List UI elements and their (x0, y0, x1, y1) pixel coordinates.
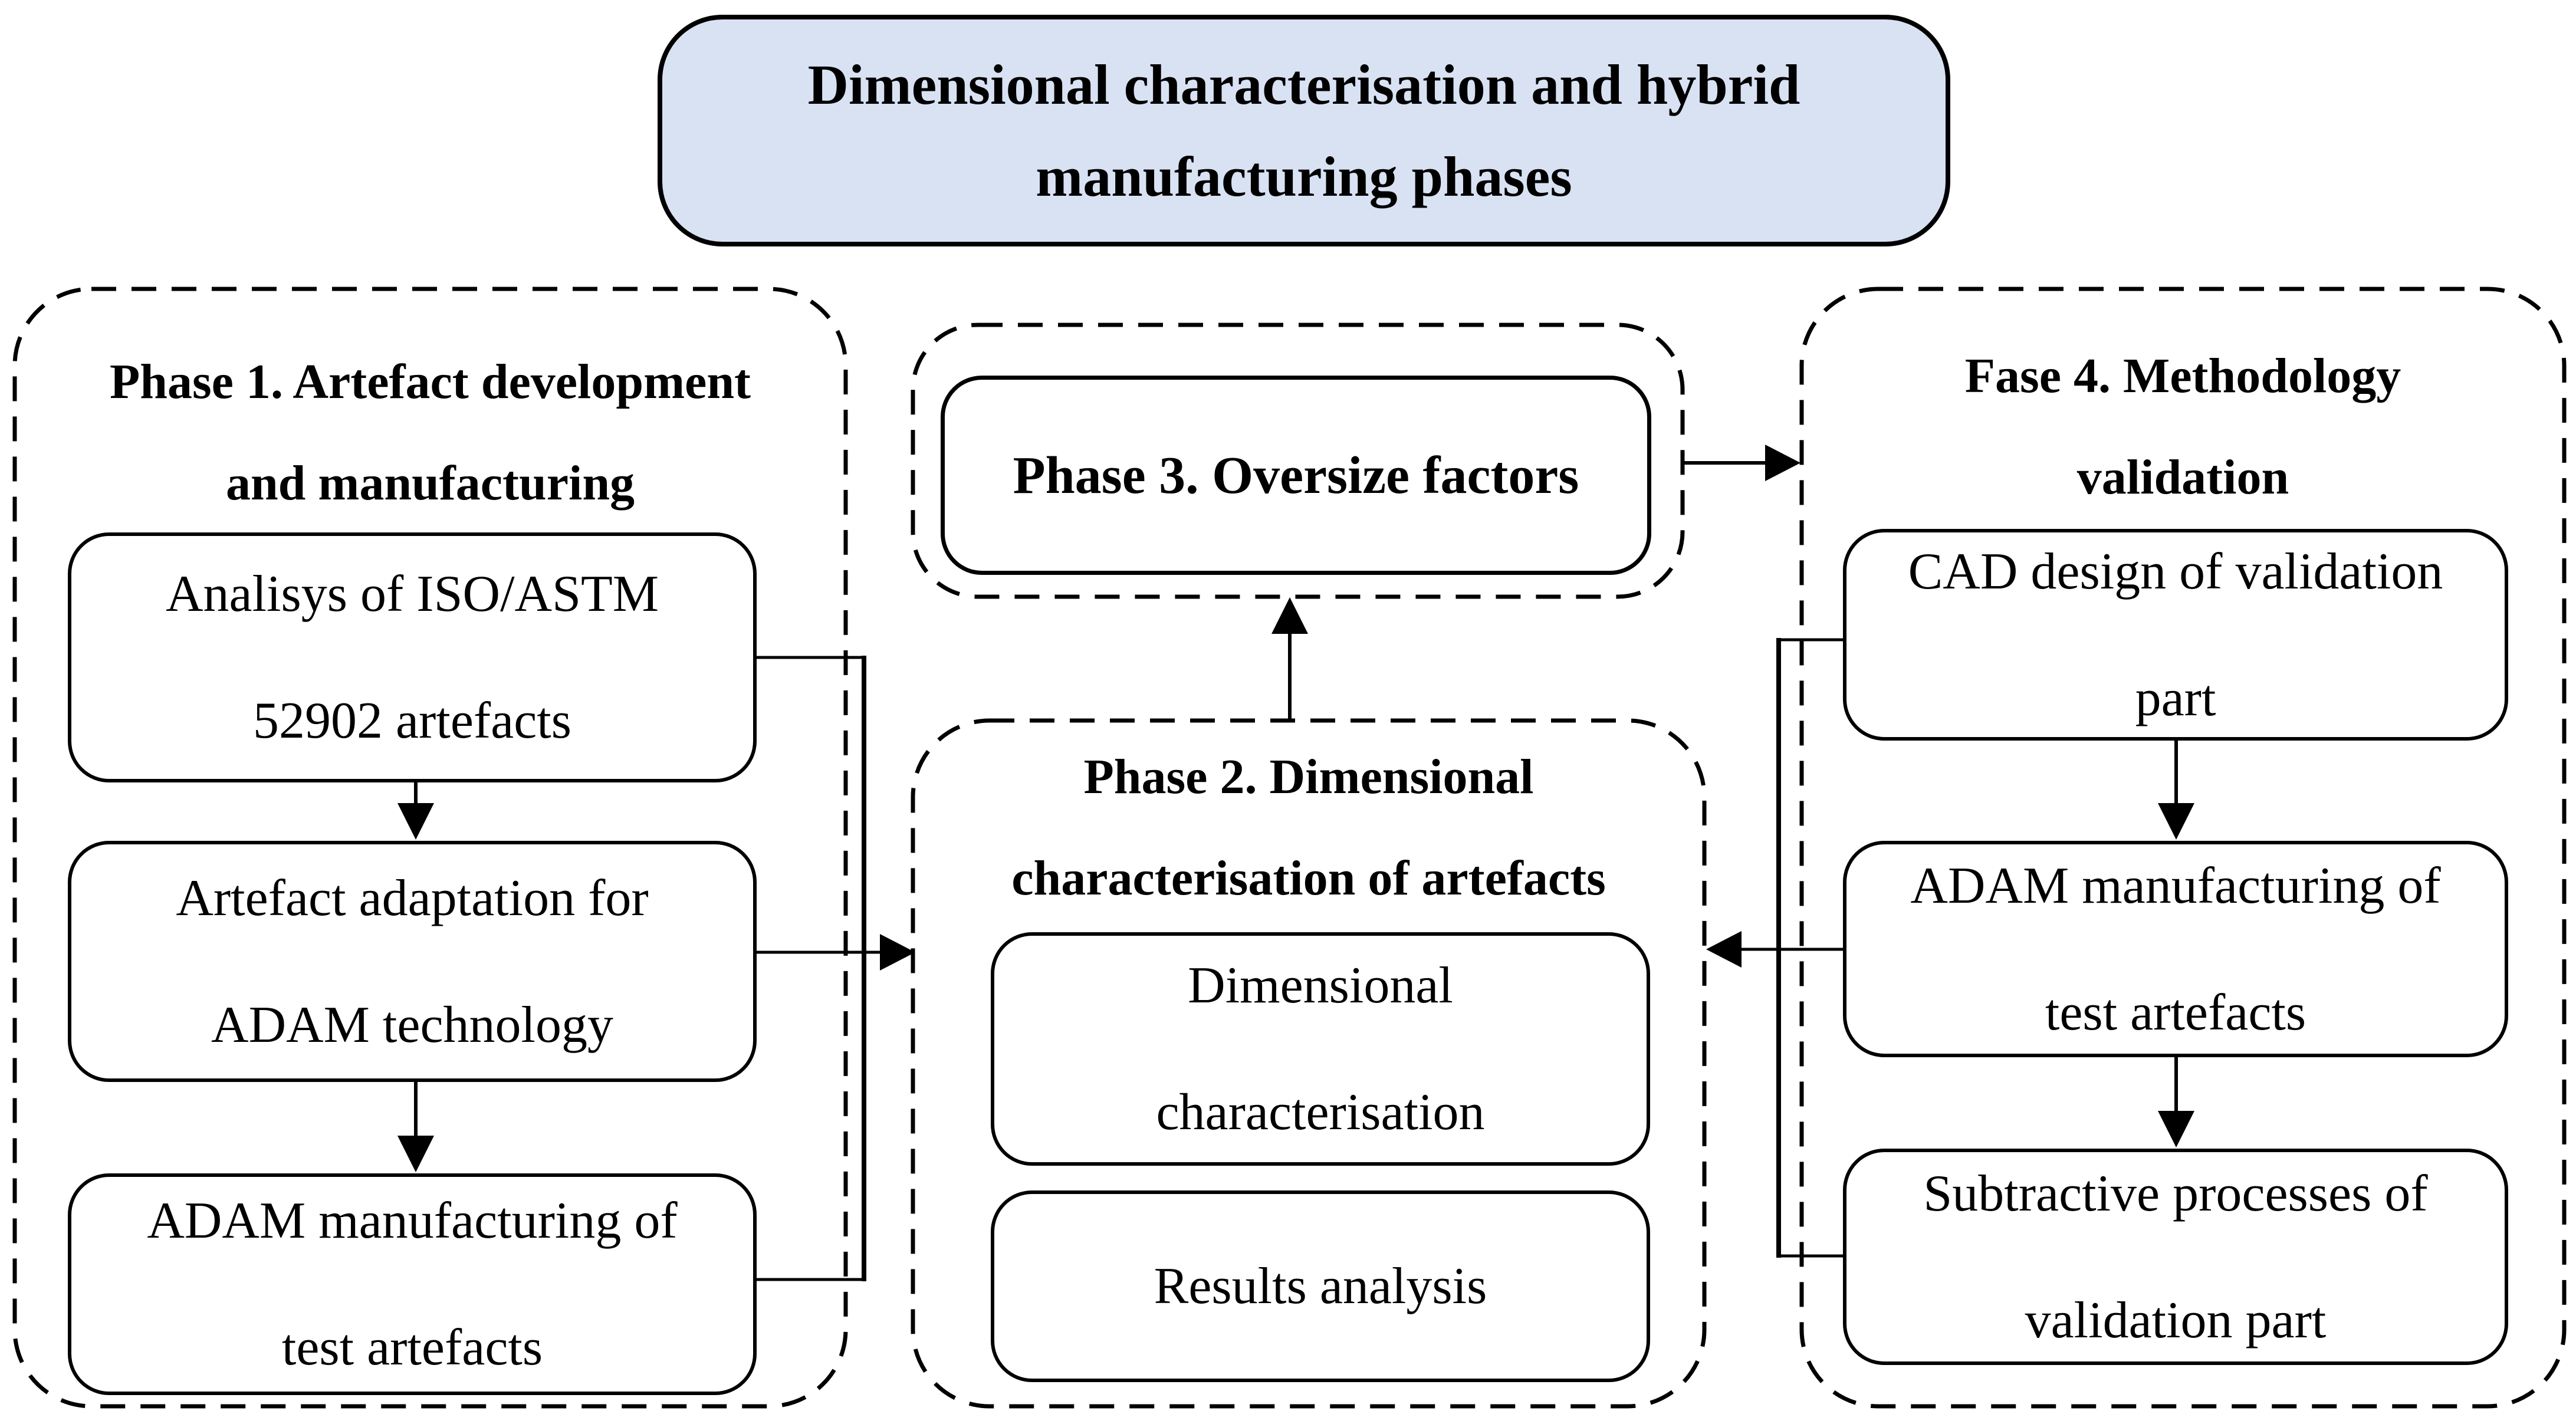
arrow-phase3-to-phase4-head (1765, 445, 1800, 481)
box-text-line: ADAM manufacturing of (1910, 857, 2441, 915)
box-text-line: test artefacts (281, 1319, 543, 1376)
phase2-box-dimensional-characterisation: Dimensional characterisation (991, 932, 1650, 1166)
phase4-header-line: Fase 4. Methodology (1964, 348, 2401, 403)
phase4-box-subtractive-processes: Subtractive processes of validation part (1843, 1149, 2508, 1365)
phase4-header-line: validation (2076, 450, 2289, 505)
box-text-line: test artefacts (2045, 984, 2306, 1041)
phase4-box-adam-manufacturing: ADAM manufacturing of test artefacts (1843, 841, 2508, 1057)
box-text-line: ADAM technology (211, 996, 613, 1054)
arrow-phase2-to-phase3-head (1271, 597, 1308, 634)
box-text-line: 52902 artefacts (253, 692, 571, 749)
phase1-box-adam-manufacturing: ADAM manufacturing of test artefacts (68, 1173, 757, 1395)
phase2-header: Phase 2. Dimensional characterisation of… (913, 726, 1704, 929)
phase1-box-artefact-adaptation: Artefact adaptation for ADAM technology (68, 841, 757, 1082)
box-text-line: Dimensional (1188, 957, 1453, 1014)
phase1-header-line: and manufacturing (225, 456, 635, 511)
phase1-header: Phase 1. Artefact development and manufa… (15, 331, 846, 534)
phase2-box-results-analysis: Results analysis (991, 1190, 1650, 1382)
box-text-line: Analisys of ISO/ASTM (165, 565, 659, 623)
arrow-phase4-to-phase2-head (1706, 931, 1742, 968)
phase2-header-line: Phase 2. Dimensional (1083, 749, 1534, 804)
box-text-line: Phase 3. Oversize factors (1013, 446, 1579, 505)
box-text-line: characterisation (1156, 1084, 1485, 1141)
phase4-box-cad-design: CAD design of validation part (1843, 529, 2508, 741)
box-text-line: ADAM manufacturing of (147, 1192, 678, 1249)
box-text-line: Subtractive processes of (1923, 1165, 2428, 1222)
phase2-header-line: characterisation of artefacts (1011, 851, 1606, 906)
box-text-line: part (2135, 669, 2216, 727)
title-box: Dimensional characterisation and hybrid … (658, 15, 1950, 246)
title-line: manufacturing phases (1036, 144, 1572, 208)
arrow-phase1-to-phase2-head (880, 934, 915, 971)
box-text-line: Results analysis (1154, 1258, 1487, 1315)
title-line: Dimensional characterisation and hybrid (807, 52, 1800, 116)
phase1-header-line: Phase 1. Artefact development (109, 354, 751, 409)
box-text-line: validation part (2025, 1291, 2327, 1349)
phase1-box-analysis-artefacts: Analisys of ISO/ASTM 52902 artefacts (68, 532, 757, 782)
box-text-line: Artefact adaptation for (176, 869, 649, 927)
phase3-box-oversize-factors: Phase 3. Oversize factors (941, 376, 1651, 575)
phase4-header: Fase 4. Methodology validation (1802, 325, 2564, 528)
